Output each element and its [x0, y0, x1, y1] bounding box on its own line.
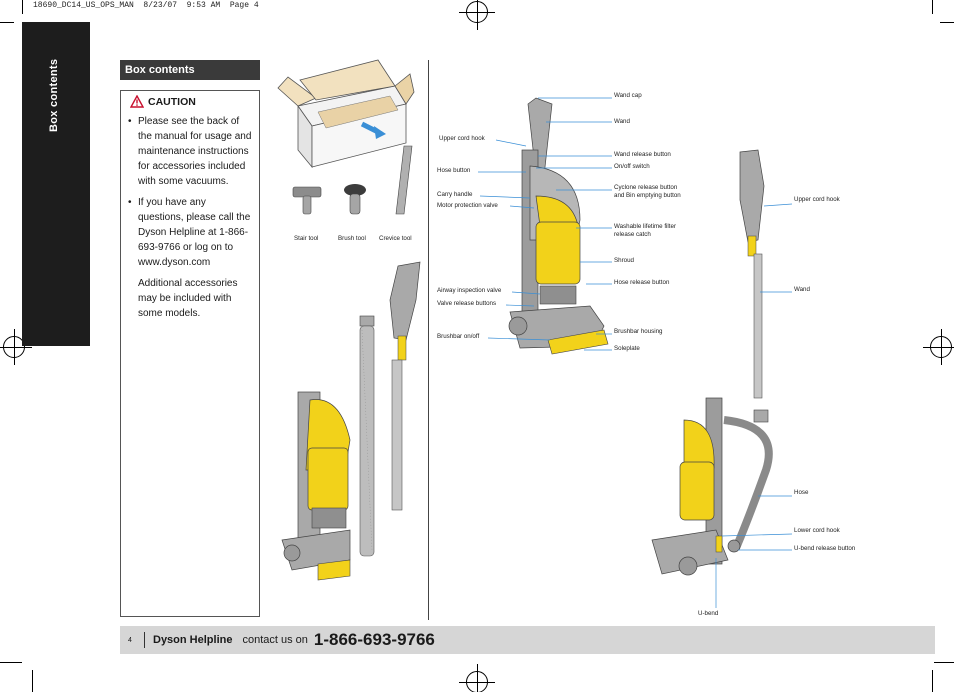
callout-cyclone-release: Cyclone release button and Bin emptying … — [614, 184, 681, 200]
registration-mark — [923, 329, 954, 365]
callout-wand-release-button: Wand release button — [614, 151, 671, 158]
stair-tool — [292, 186, 322, 215]
callout-shroud: Shroud — [614, 257, 634, 264]
vacuum-back — [651, 397, 773, 576]
printer-slug: 18690_DC14_US_OPS_MAN 8/23/07 9:53 AM Pa… — [33, 1, 259, 10]
footer-bar: 4 Dyson Helpline contact us on 1-866-693… — [120, 626, 935, 654]
registration-mark — [0, 329, 32, 365]
callout-brushbar-housing: Brushbar housing — [614, 328, 663, 335]
front-callout-lines — [478, 97, 612, 351]
callout-cyclone-release-line1: Cyclone release button — [614, 184, 678, 191]
vacuum-disassembled — [281, 261, 421, 581]
crop-mark — [940, 22, 954, 23]
crop-mark — [22, 0, 23, 14]
callout-brushbar-on-off: Brushbar on/off — [437, 333, 480, 340]
callout-wand: Wand — [614, 118, 630, 125]
callout-motor-protection-valve: Motor protection valve — [437, 202, 498, 209]
callout-back-hose: Hose — [794, 489, 809, 496]
callout-wand-cap: Wand cap — [614, 92, 642, 99]
callout-airway-inspection-valve: Airway inspection valve — [437, 287, 502, 294]
caution-note: Additional accessories may be included w… — [138, 278, 238, 319]
column-divider — [428, 60, 429, 620]
crop-mark — [932, 0, 933, 14]
callout-filter-line1: Washable lifetime filter — [614, 223, 677, 230]
registration-mark — [459, 0, 495, 30]
callout-back-u-bend: U-bend — [698, 610, 719, 617]
callout-upper-cord-hook: Upper cord hook — [439, 135, 485, 142]
callout-filter-line2: release catch — [614, 231, 651, 238]
caution-box: CAUTION Please see the back of the manua… — [120, 90, 260, 617]
footer-divider — [144, 632, 145, 648]
callout-on-off-switch: On/off switch — [614, 163, 650, 170]
crop-mark — [32, 670, 33, 692]
back-callout-lines — [715, 495, 793, 608]
crop-mark — [934, 662, 954, 663]
callout-cyclone-release-line2: and Bin emptying button — [614, 192, 681, 199]
side-tab: Box contents — [22, 22, 90, 346]
callout-back-lower-cord-hook: Lower cord hook — [794, 527, 840, 534]
section-title: Box contents — [120, 60, 260, 80]
wand-callout-lines — [760, 203, 793, 293]
wand-illustration — [739, 149, 765, 399]
crop-mark — [932, 670, 933, 692]
callout-hose-button: Hose button — [437, 167, 471, 174]
callout-carry-handle: Carry handle — [437, 191, 473, 198]
crevice-tool — [395, 145, 413, 215]
accessory-label-crevice-tool: Crevice tool — [379, 235, 412, 242]
contact-label: contact us on — [242, 634, 308, 646]
helpline-label: Dyson Helpline — [153, 634, 233, 646]
callout-back-upper-cord-hook: Upper cord hook — [794, 196, 840, 203]
brush-tool — [344, 184, 366, 215]
box-illustration — [277, 59, 415, 169]
caution-title: CAUTION — [148, 95, 196, 108]
callout-back-u-bend-release-button: U-bend release button — [794, 545, 856, 552]
caution-heading: CAUTION — [130, 95, 254, 108]
callout-back-wand: Wand — [794, 286, 810, 293]
caution-bullet: If you have any questions, please call t… — [126, 195, 254, 270]
registration-mark — [459, 664, 495, 692]
accessory-label-stair-tool: Stair tool — [294, 235, 319, 242]
page-number: 4 — [128, 636, 132, 644]
crop-mark — [0, 22, 14, 23]
crop-mark — [0, 662, 22, 663]
callout-hose-release-button: Hose release button — [614, 279, 670, 286]
warning-icon — [130, 95, 144, 108]
callout-filter-release-catch: Washable lifetime filter release catch — [614, 223, 676, 239]
accessory-label-brush-tool: Brush tool — [338, 235, 366, 242]
helpline-phone: 1-866-693-9766 — [313, 630, 435, 649]
vacuum-front — [508, 97, 609, 355]
callout-valve-release-buttons: Valve release buttons — [437, 300, 497, 307]
callout-soleplate: Soleplate — [614, 345, 640, 352]
caution-bullet: Please see the back of the manual for us… — [126, 114, 254, 189]
